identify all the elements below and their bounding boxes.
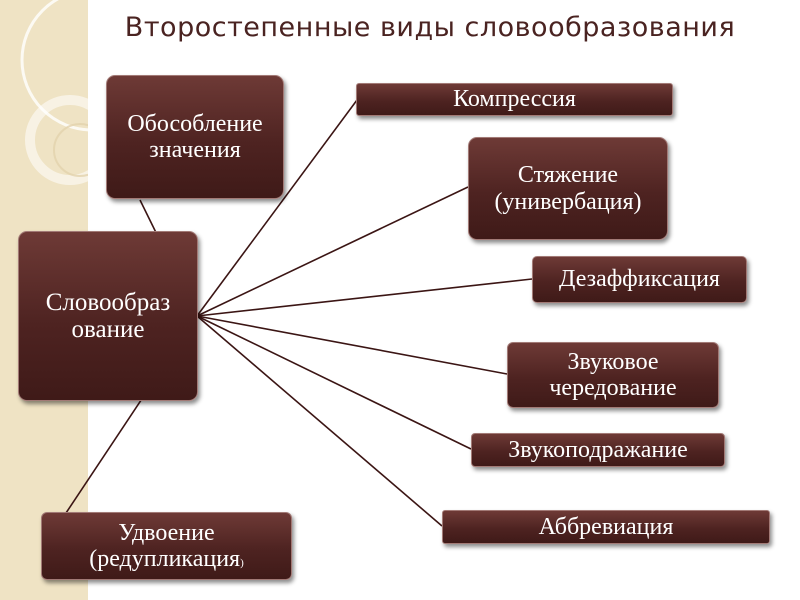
node-onomatopoeia: Звукоподражание — [471, 433, 725, 467]
slide-title: Второстепенные виды словообразования — [124, 12, 736, 43]
node-sound-alternation: Звуковое чередование — [507, 342, 719, 408]
node-reduplication-line1: Удвоение — [118, 519, 215, 546]
node-isolation-line1: Обособление — [127, 110, 263, 137]
node-desuffixation: Дезаффиксация — [532, 256, 747, 303]
node-word-formation-line1: Словообраз — [45, 288, 171, 316]
node-reduplication-closing-paren: ) — [240, 557, 244, 569]
connector-to-compression — [196, 99, 358, 317]
node-reduplication: Удвоение (редупликация) — [41, 512, 292, 580]
connector-to-sound-alternation — [196, 315, 508, 375]
connector-to-desuffixation — [196, 278, 533, 317]
node-onomatopoeia-label: Звукоподражание — [508, 436, 688, 463]
node-isolation-of-meaning: Обособление значения — [106, 75, 284, 199]
decorative-circles — [20, 0, 88, 185]
node-sound-alternation-line2: чередование — [549, 375, 677, 401]
node-contraction-line2: (универбация) — [494, 188, 642, 215]
node-contraction: Стяжение (универбация) — [468, 137, 668, 240]
node-abbreviation-label: Аббревиация — [538, 513, 674, 540]
node-desuffixation-label: Дезаффиксация — [559, 266, 720, 293]
node-word-formation: Словообраз ование — [18, 231, 198, 401]
connector-to-contraction — [196, 186, 469, 317]
node-contraction-line1: Стяжение — [517, 162, 619, 189]
node-abbreviation: Аббревиация — [442, 510, 770, 544]
connector-to-onomatopoeia — [196, 315, 472, 450]
node-sound-alternation-line1: Звуковое — [567, 348, 659, 375]
node-compression: Компрессия — [356, 83, 673, 116]
node-word-formation-line2: ование — [71, 316, 145, 343]
connector-to-abbreviation — [196, 315, 443, 527]
node-reduplication-line2: (редупликация — [89, 546, 241, 572]
node-compression-label: Компрессия — [453, 86, 576, 113]
node-isolation-line2: значения — [149, 137, 241, 163]
